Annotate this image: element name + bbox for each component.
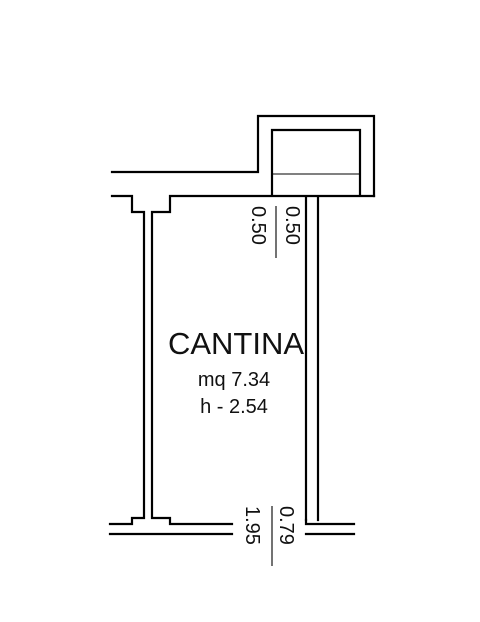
- top-dimension-value-b: 0.50: [247, 206, 269, 245]
- bottom-wall-right: [304, 518, 356, 526]
- shaft-inner-wall: [270, 128, 362, 196]
- room-name: CANTINA: [168, 326, 304, 361]
- top-wall-left: [110, 194, 146, 518]
- bottom-dimension-value-a: 0.79: [275, 506, 297, 545]
- bottom-wall-left: [108, 516, 146, 526]
- top-wall: [110, 194, 376, 518]
- upper-shaft: [110, 114, 376, 198]
- shaft-outer-wall: [110, 114, 376, 198]
- top-dimension-value-a: 0.50: [281, 206, 303, 245]
- bottom-wall-pillar: [150, 516, 234, 526]
- right-wall: [304, 196, 320, 522]
- room-height: h - 2.54: [200, 396, 268, 418]
- top-wall-pillar: [150, 194, 376, 518]
- room-area: mq 7.34: [198, 369, 270, 391]
- bottom-wall: [108, 516, 356, 536]
- bottom-dimension-value-b: 1.95: [241, 506, 263, 545]
